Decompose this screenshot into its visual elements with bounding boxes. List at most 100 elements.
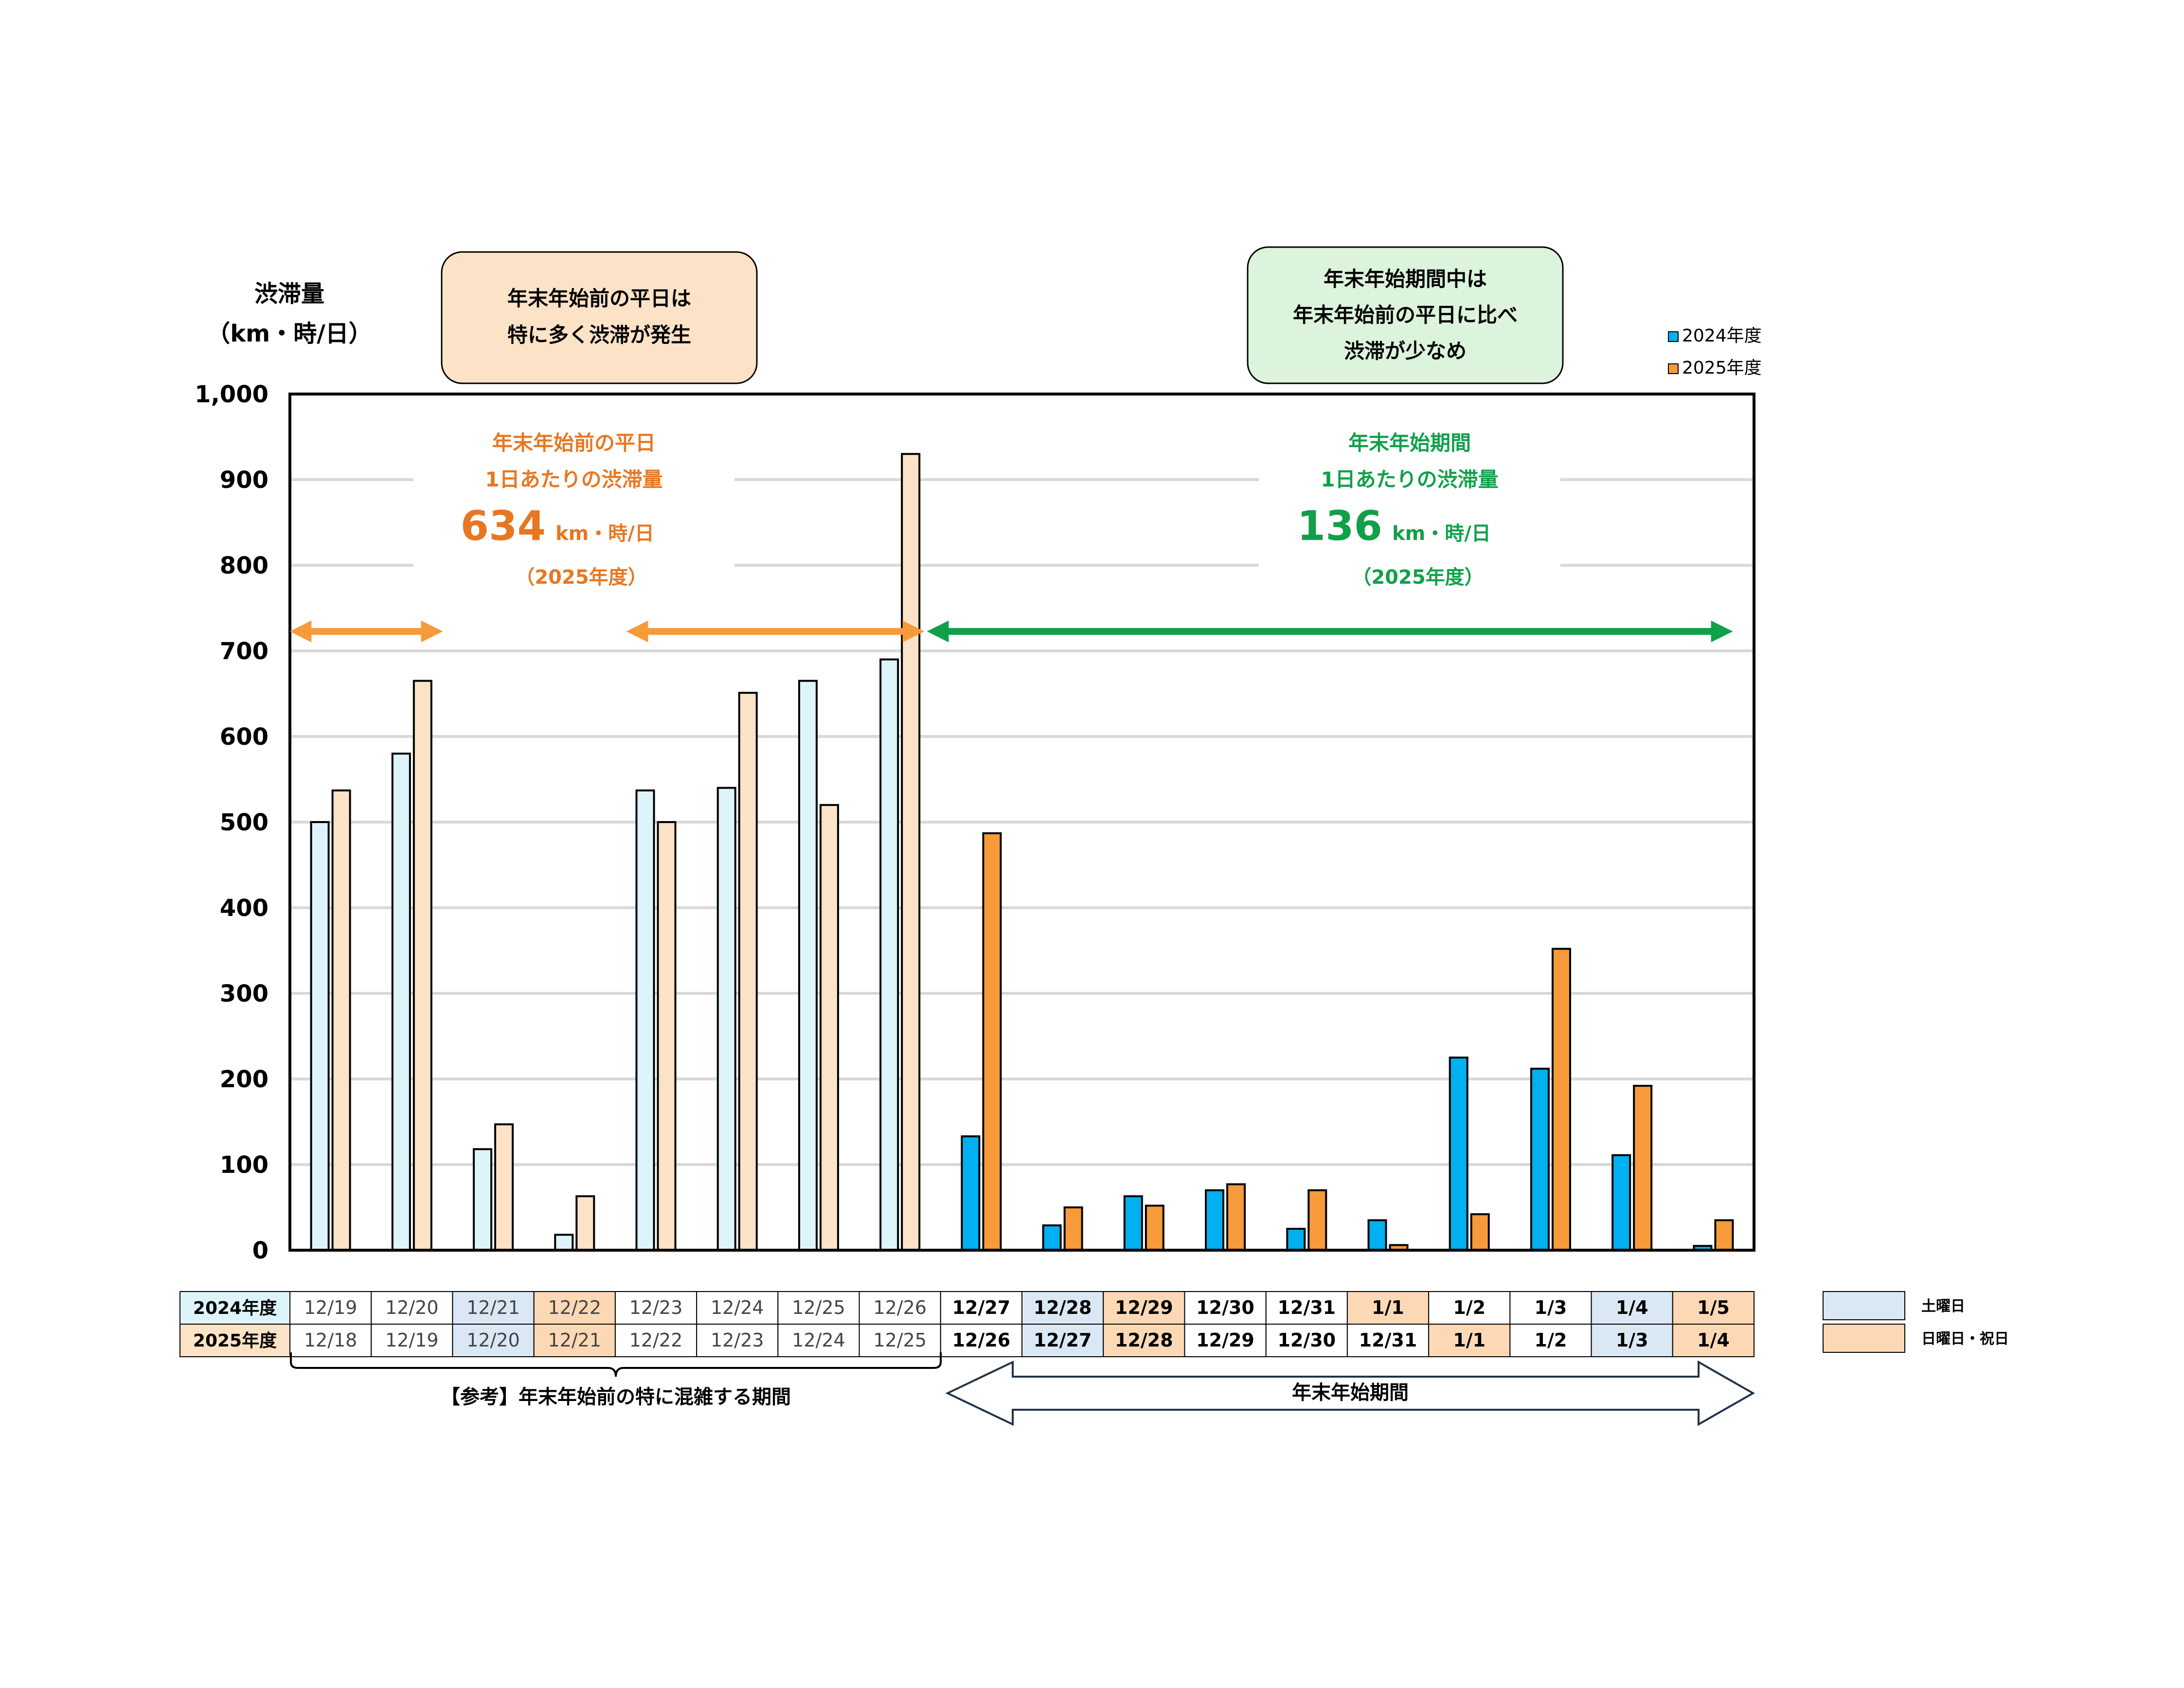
table-cell-date: 1/3 — [1616, 1329, 1648, 1351]
annotation-period-unit: km・時/日 — [1392, 522, 1491, 545]
holiday-label: 日曜日・祝日 — [1921, 1330, 2009, 1347]
saturday-swatch — [1823, 1291, 1905, 1320]
bar-2025 — [1063, 1206, 1083, 1251]
table-cell — [1672, 1324, 1755, 1357]
legend-label-2025: 2025年度 — [1682, 358, 1762, 378]
table-cell-date: 12/28 — [1115, 1329, 1173, 1351]
new-year-period-arrow — [945, 1360, 1755, 1426]
table-cell-date: 12/26 — [873, 1297, 927, 1318]
y-tick-label: 900 — [220, 467, 269, 494]
table-cell-date: 1/5 — [1697, 1297, 1730, 1318]
table-cell-date: 1/2 — [1535, 1329, 1567, 1351]
table-cell-date: 12/27 — [952, 1297, 1011, 1318]
annotation-pre-line2: 1日あたりの渋滞量 — [485, 467, 662, 491]
bar-2024 — [879, 658, 899, 1251]
y-axis-title-line2: （km・時/日） — [207, 320, 372, 347]
table-cell-date: 12/24 — [711, 1297, 764, 1318]
table-cell-date: 12/20 — [466, 1329, 520, 1351]
bar-2024 — [798, 680, 818, 1251]
table-cell — [452, 1324, 535, 1357]
annotation-pre-line1: 年末年始前の平日 — [492, 431, 656, 455]
bar-2024 — [473, 1148, 493, 1252]
annotation-pre-year: （2025年度） — [515, 566, 647, 589]
bar-2025 — [494, 1123, 514, 1252]
bar-2025 — [1714, 1219, 1734, 1251]
table-cell — [1265, 1291, 1348, 1325]
table-cell-date: 12/23 — [629, 1297, 683, 1318]
y-tick-label: 700 — [220, 638, 269, 665]
table-head-label: 2025年度 — [193, 1331, 277, 1351]
table-cell — [1184, 1324, 1267, 1357]
bar-2025 — [1470, 1213, 1490, 1252]
bar-2024 — [1042, 1224, 1062, 1251]
table-cell-date: 12/19 — [304, 1297, 358, 1318]
annotation-pre-value: 634 — [461, 502, 546, 550]
holiday-swatch — [1823, 1324, 1905, 1353]
table-cell — [940, 1291, 1023, 1325]
bar-2024 — [1611, 1154, 1631, 1251]
annotation-pre-weekday: 年末年始前の平日 1日あたりの渋滞量 634 km・時/日 （2025年度） — [413, 423, 734, 606]
table-cell — [1591, 1324, 1673, 1357]
table-cell — [1021, 1324, 1104, 1357]
table-cell — [940, 1324, 1023, 1357]
table-cell — [533, 1291, 616, 1325]
callout-period-line1: 年末年始期間中は — [1324, 267, 1487, 291]
table-cell — [533, 1324, 616, 1357]
table-cell-date: 1/4 — [1616, 1297, 1648, 1318]
table-cell — [1672, 1291, 1755, 1325]
bar-2024 — [391, 753, 411, 1251]
table-cell — [859, 1291, 941, 1325]
bar-2025 — [982, 832, 1002, 1251]
table-head-cell — [179, 1324, 290, 1357]
callout-new-year-period: 年末年始期間中は 年末年始前の平日に比べ 渋滞が少なめ — [1247, 246, 1564, 384]
table-cell — [777, 1291, 860, 1325]
legend-swatch-2025 — [1668, 363, 1679, 374]
bar-2025 — [1226, 1183, 1246, 1251]
callout-pre-weekday: 年末年始前の平日は 特に多く渋滞が発生 — [441, 251, 758, 384]
bar-2024 — [716, 787, 736, 1251]
bar-2025 — [738, 692, 758, 1251]
table-cell — [1103, 1324, 1185, 1357]
table-cell — [614, 1291, 698, 1325]
y-tick-label: 500 — [220, 809, 269, 836]
bar-2024 — [1449, 1057, 1468, 1251]
legend-label-2024: 2024年度 — [1682, 326, 1762, 346]
table-cell-date: 12/31 — [1359, 1329, 1417, 1351]
callout-pre-line2: 特に多く渋滞が発生 — [507, 323, 691, 347]
bar-2025 — [331, 789, 351, 1251]
table-cell — [859, 1324, 941, 1357]
callout-period-line2: 年末年始前の平日に比べ — [1293, 303, 1518, 327]
annotation-period-year: （2025年度） — [1352, 566, 1484, 589]
table-cell — [1265, 1324, 1348, 1357]
table-cell — [371, 1324, 453, 1357]
table-cell-date: 12/23 — [711, 1329, 764, 1351]
table-cell-date: 12/22 — [629, 1329, 683, 1351]
legend: 2024年度 2025年度 — [1668, 326, 1762, 378]
saturday-label: 土曜日 — [1921, 1298, 1965, 1315]
table-cell-date: 12/22 — [548, 1297, 602, 1318]
bar-2025 — [819, 804, 839, 1252]
table-cell — [1591, 1291, 1673, 1325]
bar-2024 — [635, 789, 655, 1251]
callout-period-line3: 渋滞が少なめ — [1344, 339, 1467, 363]
y-tick-label: 200 — [220, 1066, 269, 1093]
table-cell-date: 1/2 — [1453, 1297, 1486, 1318]
bar-2024 — [1286, 1228, 1306, 1251]
bar-2024 — [554, 1234, 574, 1252]
table-cell — [696, 1324, 779, 1357]
annotation-period-line1: 年末年始期間 — [1348, 431, 1471, 455]
table-cell-date: 12/18 — [304, 1329, 358, 1351]
table-head-cell — [179, 1291, 290, 1325]
table-cell-date: 1/3 — [1535, 1297, 1567, 1318]
table-cell — [777, 1324, 860, 1357]
y-tick-label: 400 — [220, 895, 269, 922]
y-tick-label: 0 — [252, 1237, 269, 1264]
y-tick-label: 100 — [220, 1151, 269, 1179]
plot-frame — [288, 393, 1755, 1252]
bar-2025 — [1551, 948, 1571, 1251]
table-cell-date: 12/21 — [548, 1329, 602, 1351]
bar-2025 — [1145, 1204, 1164, 1251]
legend-swatch-2024 — [1668, 331, 1679, 342]
y-tick-label: 300 — [220, 980, 269, 1007]
